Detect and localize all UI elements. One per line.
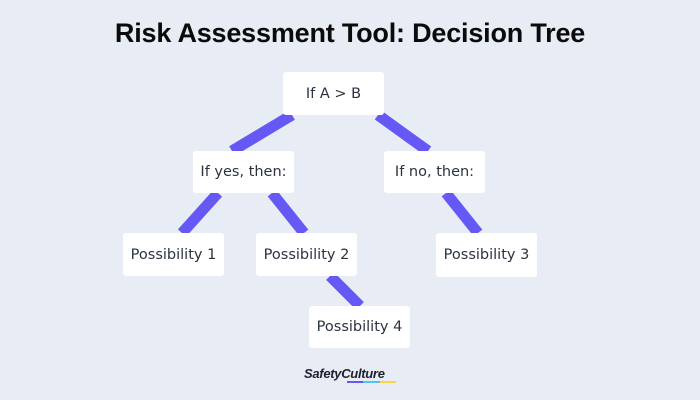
edge-root-to-no [374, 110, 432, 156]
logo-underline-purple [347, 381, 363, 383]
edge-root-to-yes [229, 110, 295, 156]
node-possibility-2: Possibility 2 [256, 233, 357, 276]
node-label: If yes, then: [200, 164, 287, 180]
node-possibility-4: Possibility 4 [309, 306, 410, 348]
edge-yes-to-possibility-2 [267, 189, 309, 237]
node-possibility-3: Possibility 3 [436, 233, 537, 277]
page-title: Risk Assessment Tool: Decision Tree [114, 18, 586, 48]
node-no-branch: If no, then: [384, 151, 485, 193]
logo-underline-blue [363, 381, 380, 383]
node-label: If A > B [305, 85, 362, 102]
node-root-condition: If A > B [283, 72, 384, 115]
edge-yes-to-possibility-1 [177, 189, 223, 237]
node-label: Possibility 4 [316, 319, 403, 335]
safetyculture-logo: SafetyCulture [304, 366, 385, 381]
node-label: Possibility 2 [263, 246, 350, 263]
edge-possibility-2-to-possibility-4 [326, 272, 364, 310]
node-label: Possibility 3 [443, 247, 530, 263]
node-label: Possibility 1 [130, 246, 217, 263]
node-yes-branch: If yes, then: [193, 151, 294, 193]
logo-underline-yellow [380, 381, 396, 383]
node-possibility-1: Possibility 1 [123, 233, 224, 276]
edge-no-to-possibility-3 [441, 189, 483, 237]
node-label: If no, then: [394, 164, 475, 180]
